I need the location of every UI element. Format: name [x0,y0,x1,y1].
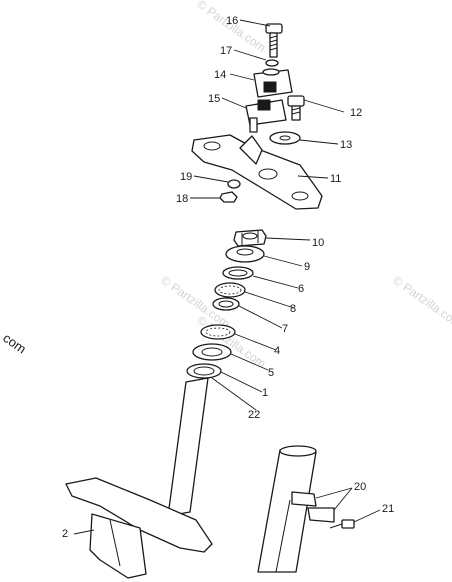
callout-19: 19 [180,171,192,183]
part-10-stem-nut [233,229,267,247]
part-6-washer [222,266,254,280]
watermark-center: © Partzilla.com [194,313,268,371]
part-2-skid-plate [89,513,147,579]
part-21-bolt [329,519,355,529]
callout-6: 6 [298,283,304,295]
callout-20: 20 [354,481,366,493]
callout-7: 7 [282,323,288,335]
part-12-bolt [287,95,305,121]
part-17-lock-washer [265,59,279,67]
part-16-bolt [265,23,283,58]
part-5-race [192,343,232,361]
edge-text-com: com [0,330,29,356]
callout-15: 15 [208,93,220,105]
callout-11: 11 [330,173,341,185]
callout-14: 14 [214,69,226,81]
callout-13: 13 [340,139,352,151]
part-22-seal [186,363,222,379]
part-7-race [212,297,240,311]
part-9-ring [225,245,265,263]
callout-1: 1 [262,387,268,399]
callout-22: 22 [248,409,260,421]
callout-2: 2 [62,528,68,540]
part-20-clamps [291,491,335,523]
part-8-bearing [214,282,246,298]
callout-21: 21 [382,503,394,515]
part-4-bearing [200,324,236,340]
part-18-nut [219,191,238,203]
callout-10: 10 [312,237,324,249]
part-13-washer [269,131,301,145]
part-15-lower-clamp [245,99,287,133]
part-11-handlebar-bracket [191,134,323,210]
callout-16: 16 [226,15,238,27]
callout-9: 9 [304,261,310,273]
callout-18: 18 [176,193,188,205]
callout-12: 12 [350,107,362,119]
callout-labels: 16 17 14 15 12 13 11 19 18 10 9 6 8 7 4 … [62,15,394,540]
part-19-washer [227,179,241,189]
part-14-upper-clamp [253,68,293,98]
callout-17: 17 [220,45,232,57]
fork-tube [257,445,317,573]
callout-8: 8 [290,303,296,315]
watermark-right: © Partzilla.com [390,273,452,331]
callout-5: 5 [268,367,274,379]
leader-lines [73,19,381,535]
callout-4: 4 [274,345,280,357]
steering-stem [65,377,213,553]
